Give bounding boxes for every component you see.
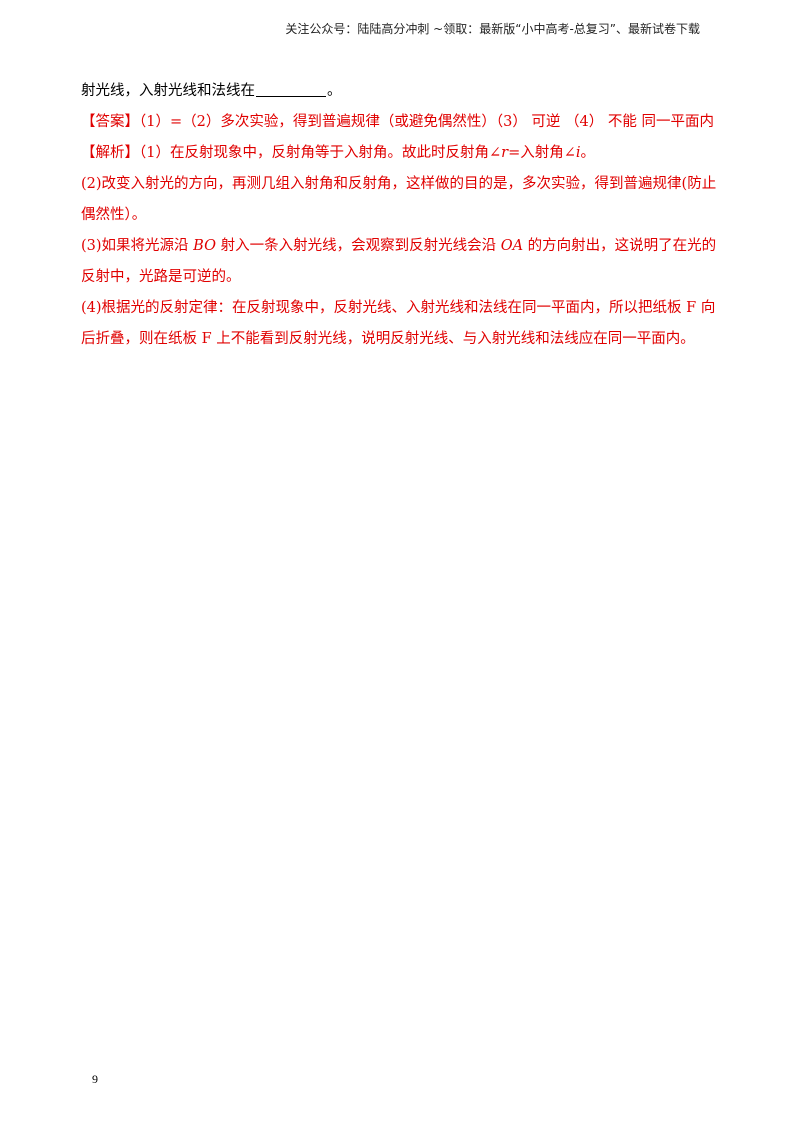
analysis-label: 【解析】	[81, 145, 139, 161]
analysis-part3-text-b: 射入一条入射光线，会观察到反射光线会沿	[215, 238, 501, 254]
answer-label: 【答案】	[81, 114, 139, 130]
incidence-angle-symbol: i	[575, 145, 581, 161]
analysis-part1-text-a: （1）在反射现象中，反射角等于入射角。故此时反射角∠	[139, 145, 502, 161]
analysis-part3-text-c: 的方向射出，这说明了在光的反射中，光路是可逆的。	[81, 238, 717, 285]
answer-blank	[256, 82, 326, 97]
ray-bo-label: BO	[193, 238, 216, 254]
answer-text: （1）=（2）多次实验，得到普遍规律（或避免偶然性）（3） 可逆 （4） 不能 …	[139, 114, 714, 130]
analysis-part3-text-a: (3)如果将光源沿	[81, 238, 194, 254]
page-content: 射光线，入射光线和法线在。 【答案】（1）=（2）多次实验，得到普遍规律（或避免…	[81, 76, 721, 355]
analysis-part1: 【解析】（1）在反射现象中，反射角等于入射角。故此时反射角∠r=入射角∠i。	[81, 138, 721, 169]
question-tail-text: 射光线，入射光线和法线在	[81, 83, 255, 99]
question-tail-period: 。	[327, 83, 342, 99]
analysis-part1-text-c: 。	[580, 145, 596, 161]
page-header: 关注公众号：陆陆高分冲刺 ~领取：最新版“小中高考-总复习”、最新试卷下载	[285, 22, 700, 36]
answer-line: 【答案】（1）=（2）多次实验，得到普遍规律（或避免偶然性）（3） 可逆 （4）…	[81, 107, 721, 138]
reflection-angle-symbol: r	[501, 145, 509, 161]
page-number: 9	[92, 1072, 98, 1086]
analysis-part4: (4)根据光的反射定律：在反射现象中，反射光线、入射光线和法线在同一平面内，所以…	[81, 300, 716, 347]
question-tail-line: 射光线，入射光线和法线在 。	[81, 76, 721, 107]
ray-oa-label: OA	[500, 238, 524, 254]
analysis-part2: (2)改变入射光的方向，再测几组入射角和反射角，这样做的目的是，多次实验，得到普…	[81, 176, 717, 223]
analysis-part1-text-b: =入射角∠	[508, 145, 576, 161]
analysis-part3: (3)如果将光源沿 BO 射入一条入射光线，会观察到反射光线会沿 OA 的方向射…	[81, 231, 721, 293]
